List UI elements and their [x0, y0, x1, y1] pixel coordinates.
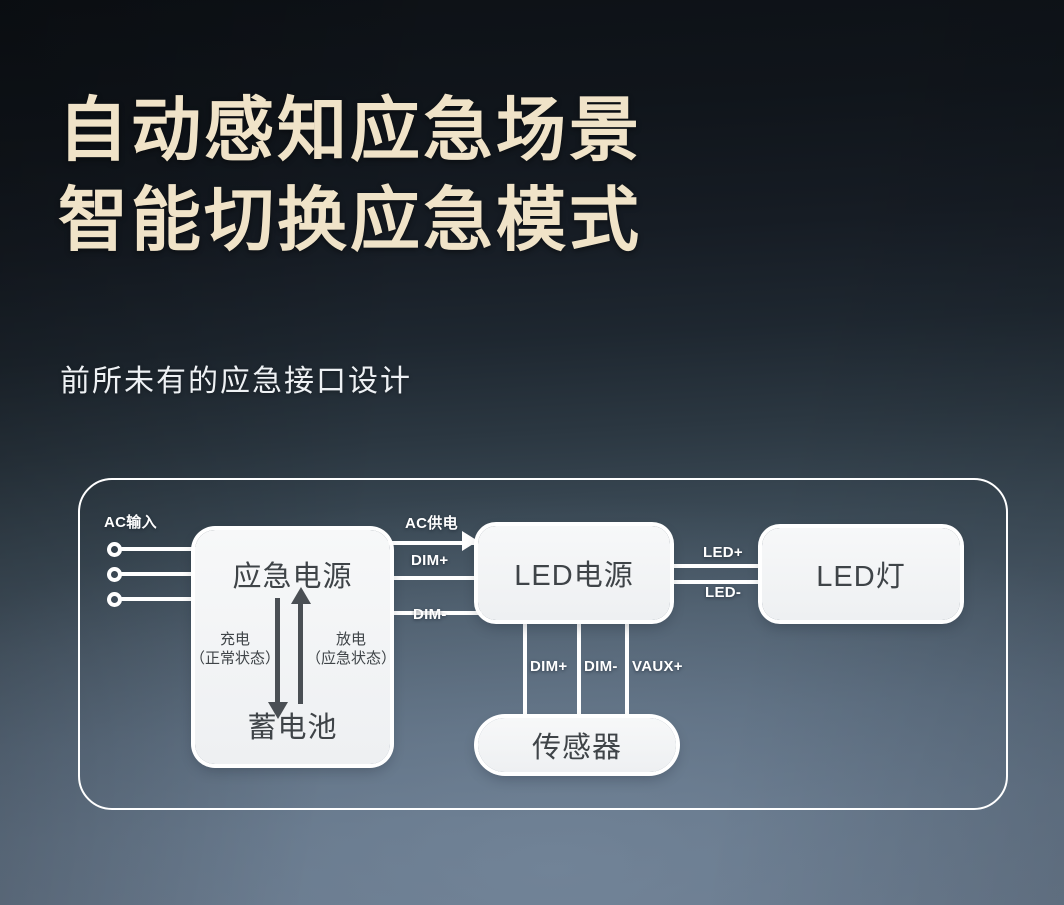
discharge-state: （应急状态） — [305, 650, 396, 667]
wire-ac-supply — [386, 541, 478, 545]
label-ac-input: AC输入 — [104, 514, 157, 531]
block-emergency-power[interactable]: 应急电源 充电 （正常状态） 放电 （应急状态） 蓄电池 — [190, 530, 396, 764]
label-ac-supply: AC供电 — [405, 515, 458, 532]
wire-sensor-vaux-plus — [625, 614, 629, 726]
wire-dim-plus-in — [386, 576, 482, 580]
block-battery-label: 蓄电池 — [247, 712, 338, 744]
headline-block: 自动感知应急场景 智能切换应急模式 — [58, 85, 958, 265]
wire-ac-input-1 — [120, 547, 205, 551]
diagram-frame — [78, 478, 1008, 810]
label-led-minus: LED- — [705, 584, 742, 601]
label-sensor-dim-plus: DIM+ — [530, 658, 568, 675]
label-sensor-dim-minus: DIM- — [584, 658, 618, 675]
block-led-driver-label: LED电源 — [514, 560, 634, 592]
charge-title: 充电 — [219, 631, 250, 648]
charge-arrow-shaft — [275, 598, 280, 704]
wire-ac-input-2 — [120, 572, 205, 576]
headline-line-1: 自动感知应急场景 — [58, 91, 642, 169]
label-dim-minus-in: DIM- — [413, 606, 447, 623]
label-sensor-vaux-plus: VAUX+ — [632, 658, 683, 675]
block-led-driver[interactable]: LED电源 — [478, 526, 670, 620]
charge-arrow-head-icon — [268, 702, 288, 719]
wire-sensor-dim-minus — [577, 614, 581, 726]
block-sensor-label: 传感器 — [531, 732, 622, 764]
subtitle: 前所未有的应急接口设计 — [60, 365, 412, 398]
discharge-label: 放电 （应急状态） — [305, 630, 397, 668]
discharge-title: 放电 — [335, 631, 366, 648]
label-led-plus: LED+ — [703, 544, 743, 561]
charge-label: 充电 （正常状态） — [190, 630, 280, 668]
wire-led-plus — [664, 564, 768, 568]
wire-ac-input-3 — [120, 597, 205, 601]
discharge-arrow-shaft — [298, 604, 303, 704]
block-sensor[interactable]: 传感器 — [478, 718, 676, 772]
label-dim-plus-in: DIM+ — [411, 552, 449, 569]
block-led-lamp[interactable]: LED灯 — [762, 528, 960, 620]
block-led-lamp-label: LED灯 — [816, 561, 906, 593]
wire-sensor-dim-plus — [523, 614, 527, 726]
arrow-ac-supply-icon — [462, 531, 478, 551]
wire-led-minus — [664, 580, 768, 584]
headline-line-2: 智能切换应急模式 — [58, 181, 642, 259]
discharge-arrow-head-icon — [291, 587, 311, 604]
charge-state: （正常状态） — [190, 650, 281, 667]
wire-dim-minus-in — [386, 611, 482, 615]
